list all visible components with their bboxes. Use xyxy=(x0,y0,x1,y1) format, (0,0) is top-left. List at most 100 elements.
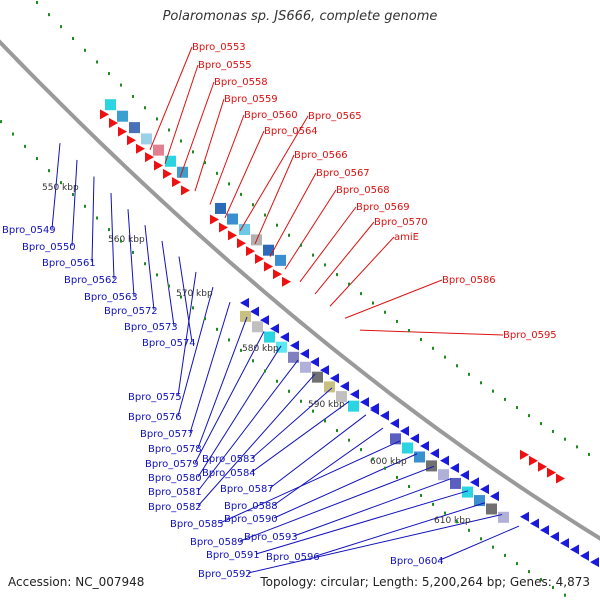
reverse-gene xyxy=(270,323,279,334)
reverse-gene xyxy=(330,373,339,384)
gc-dot xyxy=(276,223,278,227)
reverse-callout-line xyxy=(177,271,197,397)
gc-dot xyxy=(348,282,350,286)
reverse-callout-line xyxy=(91,176,95,263)
forward-label: Bpro_0565 xyxy=(308,111,362,122)
reverse-callout-line xyxy=(177,287,214,417)
gc-dot xyxy=(552,585,554,589)
gc-dot xyxy=(12,132,14,136)
forward-callout-line xyxy=(179,81,215,178)
forward-label: Bpro_0555 xyxy=(198,60,252,71)
reverse-gene xyxy=(380,410,389,421)
reverse-gene xyxy=(410,433,419,444)
reverse-callout-line xyxy=(197,359,299,492)
gc-dot xyxy=(420,337,422,341)
reverse-callout-line xyxy=(273,427,384,506)
reverse-callout-line xyxy=(110,192,115,280)
gene-block xyxy=(215,202,226,214)
reverse-callout-line xyxy=(161,240,175,327)
gc-dot xyxy=(168,128,170,132)
gc-dot xyxy=(108,228,110,232)
reverse-callout-line xyxy=(273,453,418,519)
reverse-gene xyxy=(340,381,349,392)
gene-block xyxy=(312,371,323,383)
forward-gene xyxy=(163,168,172,179)
gc-dot xyxy=(180,139,182,143)
reverse-label: Bpro_0563 xyxy=(84,292,138,303)
forward-label: Bpro_0553 xyxy=(192,42,246,53)
gene-block xyxy=(402,442,413,454)
gene-block xyxy=(288,351,299,363)
reverse-gene xyxy=(490,491,499,502)
gc-dot xyxy=(564,593,566,597)
reverse-label: Bpro_0590 xyxy=(224,514,278,525)
reverse-gene xyxy=(560,538,569,549)
reverse-label: Bpro_0550 xyxy=(22,242,76,253)
gc-dot xyxy=(504,397,506,401)
gene-block xyxy=(240,310,251,322)
gc-dot xyxy=(444,355,446,359)
reverse-callout-line xyxy=(194,331,265,464)
reverse-gene xyxy=(430,448,439,459)
forward-label: Bpro_0568 xyxy=(336,185,390,196)
gc-dot xyxy=(216,171,218,175)
gc-dot xyxy=(60,181,62,185)
gc-dot xyxy=(528,414,530,418)
gc-dot xyxy=(252,203,254,207)
gc-dot xyxy=(480,537,482,541)
reverse-label: Bpro_0576 xyxy=(128,412,182,423)
reverse-label: Bpro_0577 xyxy=(140,429,194,440)
gc-dot xyxy=(492,545,494,549)
reverse-gene xyxy=(580,550,589,561)
reverse-label: Bpro_0584 xyxy=(202,468,256,479)
forward-callout-line xyxy=(284,189,337,270)
gc-dot xyxy=(468,372,470,376)
gc-dot xyxy=(336,429,338,433)
gc-dot xyxy=(300,243,302,247)
gc-dot xyxy=(432,346,434,350)
reverse-gene xyxy=(260,315,269,326)
reverse-gene xyxy=(320,365,329,376)
gc-dot xyxy=(360,292,362,296)
gc-dot xyxy=(408,484,410,488)
forward-callout-line xyxy=(239,115,309,232)
gc-dot xyxy=(132,94,134,98)
gc-dot xyxy=(48,13,50,17)
forward-gene xyxy=(538,461,547,472)
gc-dot xyxy=(528,570,530,574)
reverse-gene xyxy=(440,455,449,466)
reverse-label: Bpro_0591 xyxy=(206,550,260,561)
gc-dot xyxy=(408,328,410,332)
gc-dot xyxy=(396,475,398,479)
forward-label: Bpro_0595 xyxy=(503,330,557,341)
reverse-callout-line xyxy=(197,345,282,478)
reverse-label: Bpro_0561 xyxy=(42,258,96,269)
forward-gene xyxy=(520,449,529,460)
gc-dot xyxy=(144,106,146,110)
gc-dot xyxy=(516,406,518,410)
gc-dot xyxy=(264,213,266,217)
gene-block xyxy=(450,477,461,489)
gene-block xyxy=(117,110,128,122)
gc-dot xyxy=(516,562,518,566)
gc-dot xyxy=(144,262,146,266)
genome-backbone xyxy=(0,39,600,541)
gc-dot xyxy=(36,1,38,5)
gene-block xyxy=(426,460,437,472)
gc-dot xyxy=(492,389,494,393)
gc-dot xyxy=(324,263,326,267)
gene-block xyxy=(486,503,497,515)
gene-block xyxy=(498,511,509,523)
reverse-gene xyxy=(460,470,469,481)
reverse-gene xyxy=(290,340,299,351)
gc-dot xyxy=(288,233,290,237)
gene-block xyxy=(239,224,250,236)
forward-label: amiE xyxy=(394,232,419,243)
reverse-gene xyxy=(550,531,559,542)
gene-block xyxy=(390,433,401,445)
forward-gene xyxy=(154,160,163,171)
gc-dot xyxy=(72,37,74,41)
reverse-callout-line xyxy=(315,502,486,557)
gc-dot xyxy=(384,310,386,314)
callouts: Bpro_0553Bpro_0555Bpro_0558Bpro_0559Bpro… xyxy=(2,42,557,580)
